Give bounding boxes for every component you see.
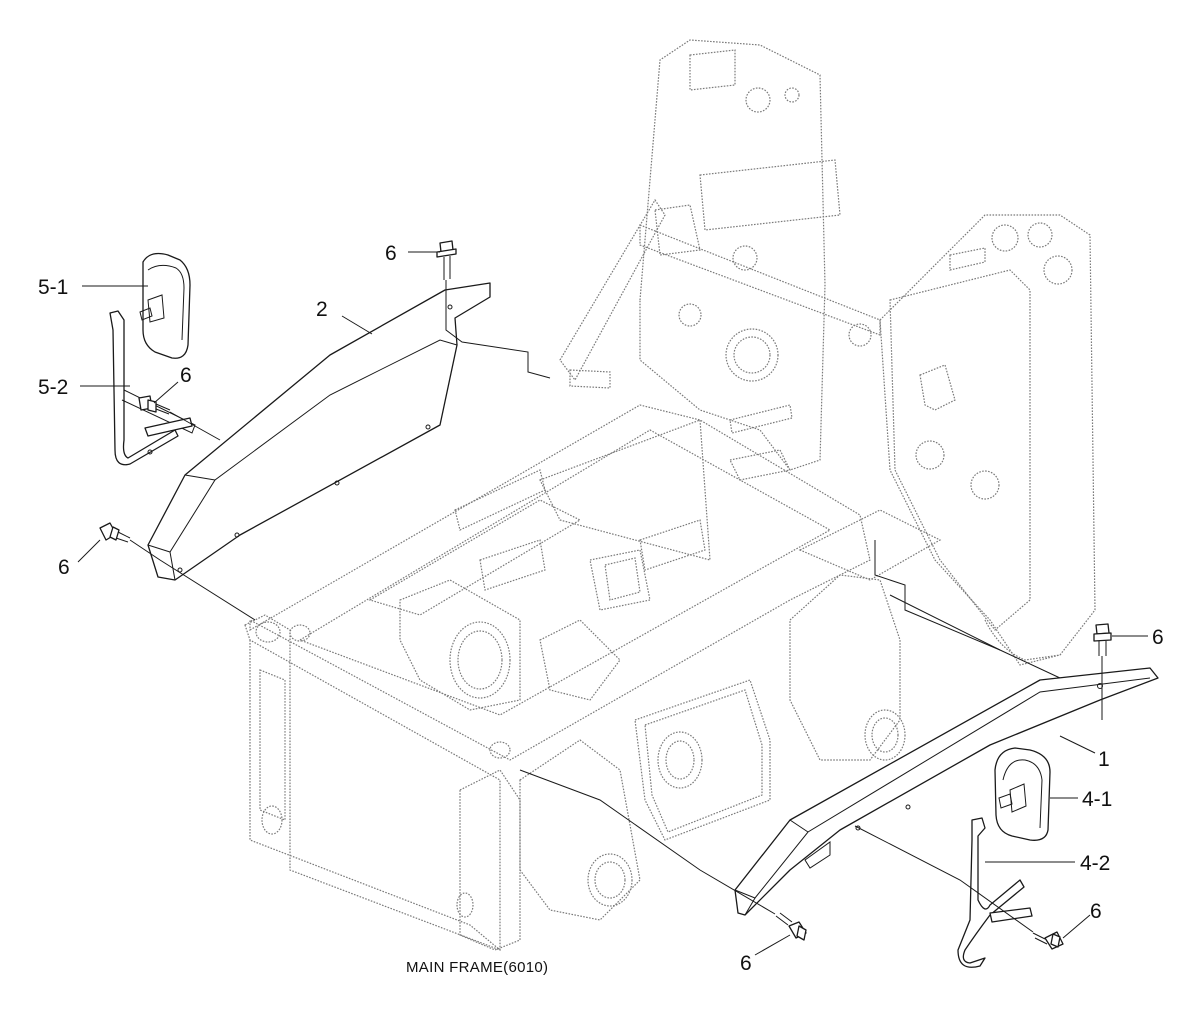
label-6-right: 6: [1152, 626, 1164, 649]
label-6-mirror-left: 6: [180, 364, 192, 387]
label-6-bottom: 6: [740, 952, 752, 975]
bolt-right: [1093, 623, 1112, 656]
label-1: 1: [1098, 748, 1110, 771]
bolt-left: [99, 522, 131, 543]
label-2: 2: [316, 298, 328, 321]
main-frame-drawing: [244, 39, 1096, 951]
bolt-mirror-right: [1032, 931, 1064, 950]
bolt-top: [436, 240, 457, 280]
side-cover-right: [734, 667, 1159, 916]
label-6-top: 6: [385, 242, 397, 265]
part-labels: 5-1 5-2 2 6 6 6 6 1 4-1 4-2 6 6: [38, 242, 1164, 975]
label-4-2: 4-2: [1080, 852, 1110, 875]
mirror-left: [109, 252, 196, 466]
bolt-bottom: [775, 912, 807, 941]
diagram-caption: MAIN FRAME(6010): [406, 959, 548, 976]
assembly-lines: [129, 280, 1103, 933]
mirror-right: [957, 747, 1051, 968]
label-5-1: 5-1: [38, 276, 68, 299]
label-6-mirror-right: 6: [1090, 900, 1102, 923]
label-4-1: 4-1: [1082, 788, 1112, 811]
label-5-2: 5-2: [38, 376, 68, 399]
label-6-left: 6: [58, 556, 70, 579]
side-cover-left: [147, 282, 491, 581]
bolt-mirror-left: [138, 395, 171, 415]
leader-lines: [77, 251, 1148, 956]
